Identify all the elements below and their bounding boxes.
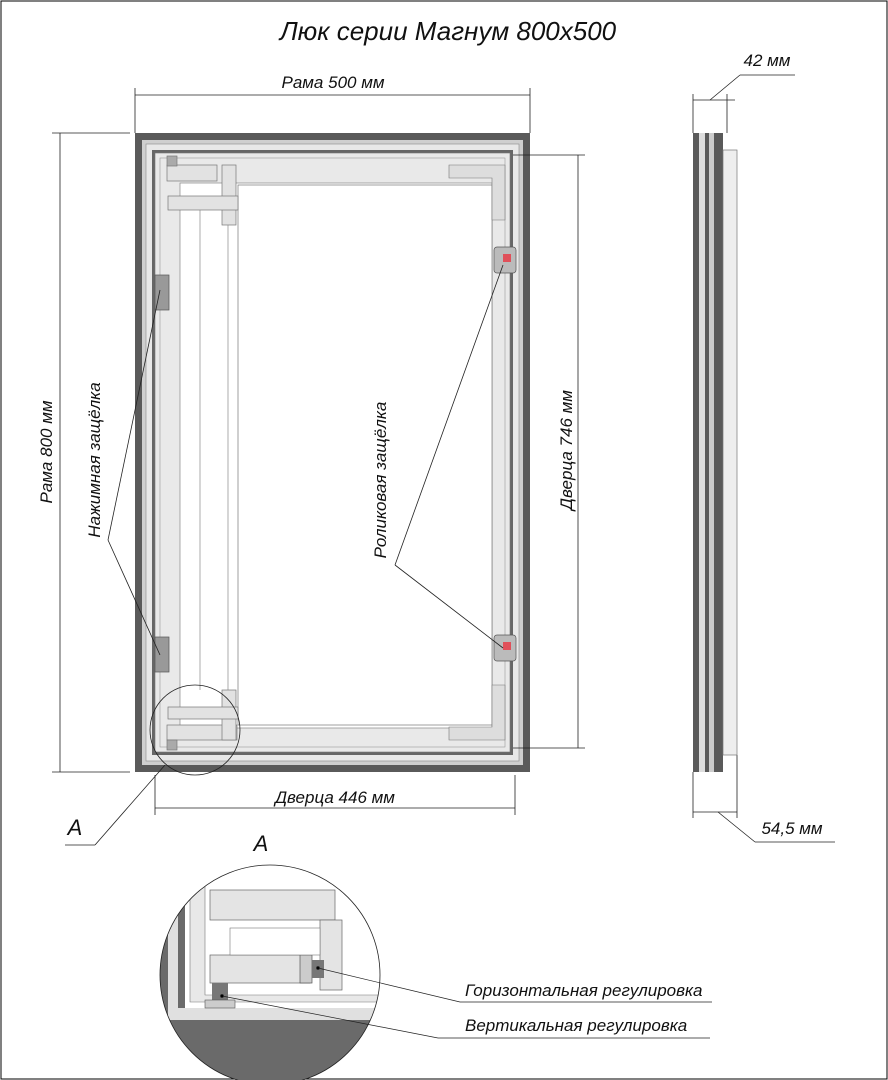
detail-marker-a: A [66, 815, 83, 840]
push-latch-top [154, 274, 170, 311]
front-view [135, 133, 530, 776]
push-latch-bottom [154, 636, 170, 673]
depth-total-label: 54,5 мм [761, 819, 822, 838]
roller-latch-label: Роликовая защёлка [371, 402, 390, 559]
push-latch-label: Нажимная защёлка [85, 382, 104, 537]
detail-a-view [160, 865, 380, 1080]
frame-width-label: Рама 500 мм [281, 73, 384, 92]
hinge-top [166, 155, 239, 226]
horizontal-adjust-label: Горизонтальная регулировка [465, 981, 702, 1000]
door-height-label: Дверца 746 мм [557, 390, 576, 512]
detail-title-a: A [252, 831, 269, 856]
vertical-adjust-label: Вертикальная регулировка [465, 1016, 687, 1035]
detail-circle-a [149, 684, 241, 776]
detail-a-circle [159, 864, 381, 1080]
depth-frame-label: 42 мм [744, 51, 791, 70]
door-opening [237, 184, 493, 726]
roller-latch-bottom [493, 634, 517, 662]
drawing-title: Люк серии Магнум 800x500 [278, 16, 617, 46]
detail-leaders [220, 966, 712, 1039]
door-width-label: Дверца 446 мм [273, 788, 395, 807]
frame-height-label: Рама 800 мм [37, 400, 56, 503]
hinge-bottom [166, 689, 239, 751]
roller-latch-top [493, 246, 517, 274]
side-view [693, 133, 738, 772]
dimension-lines [52, 74, 835, 846]
